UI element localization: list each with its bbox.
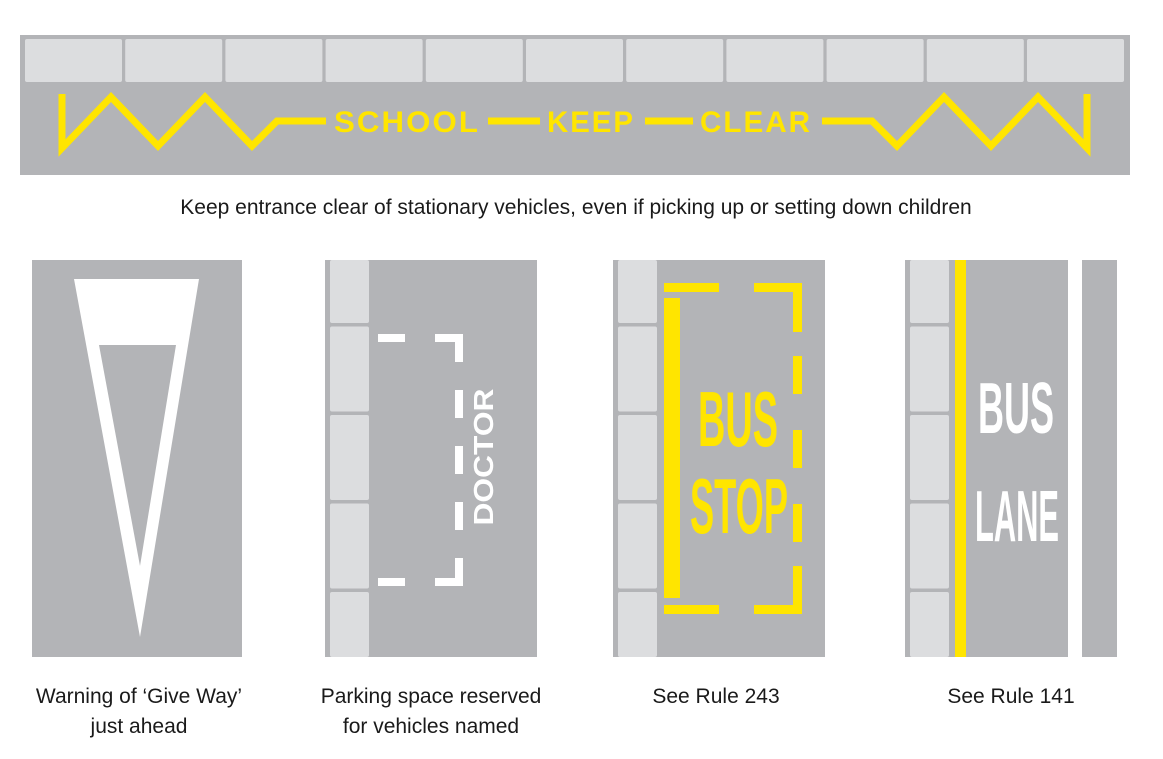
bus-lane-panel: BUS LANE xyxy=(905,260,1117,657)
kerb-stones xyxy=(25,39,1124,82)
school-keep-clear-marking: SCHOOL KEEP CLEAR xyxy=(20,35,1130,175)
kerb-stone xyxy=(225,39,323,82)
kerb-stone xyxy=(330,503,369,589)
kerb-stone xyxy=(330,415,369,500)
caption-line: Warning of ‘Give Way’ xyxy=(36,685,242,708)
give-way-ahead-panel xyxy=(32,260,242,657)
caption-line: just ahead xyxy=(90,715,188,738)
kerb-stone xyxy=(526,39,623,82)
kerb-stone xyxy=(618,415,657,500)
kerb-stone xyxy=(826,39,924,82)
bus-lane-marking-line2: LANE xyxy=(975,477,1059,557)
kerb-stone xyxy=(330,326,369,412)
kerb-stone xyxy=(125,39,223,82)
caption-line: See Rule 243 xyxy=(652,685,779,708)
bay-markings xyxy=(378,334,463,586)
kerb-stone xyxy=(618,326,657,412)
banner-caption: Keep entrance clear of stationary vehicl… xyxy=(180,196,971,219)
kerb-stone xyxy=(910,415,949,500)
doctor-marking: DOCTOR xyxy=(468,389,499,526)
bus-stop-box xyxy=(664,283,802,614)
kerb-stone xyxy=(926,39,1024,82)
kerb-stone xyxy=(618,260,657,323)
kerb-stone xyxy=(910,260,949,323)
kerb-stone xyxy=(910,503,949,589)
bus-stop-panel: BUS STOP xyxy=(613,260,825,657)
kerb-stone xyxy=(1027,39,1124,82)
caption-line: See Rule 141 xyxy=(947,685,1074,708)
kerb-stone xyxy=(626,39,724,82)
doctor-parking-panel: DOCTOR xyxy=(325,260,537,657)
kerb-stones xyxy=(618,260,657,657)
word-school: SCHOOL xyxy=(334,106,480,139)
zigzag-left xyxy=(58,91,326,157)
zigzag-right xyxy=(822,91,1091,157)
bus-stop-marking-line1: BUS xyxy=(698,375,778,463)
kerb-stone xyxy=(330,592,369,657)
kerb-stones xyxy=(910,260,949,657)
bus-lane-marking-line1: BUS xyxy=(978,369,1054,449)
give-way-triangle xyxy=(74,279,199,637)
kerb-stone xyxy=(425,39,523,82)
kerb-stone xyxy=(325,39,423,82)
kerb-stone xyxy=(910,592,949,657)
kerb-stone xyxy=(910,326,949,412)
kerb-stone xyxy=(726,39,824,82)
kerb-stone xyxy=(330,260,369,323)
kerb-stone xyxy=(618,503,657,589)
word-keep: KEEP xyxy=(547,106,635,139)
white-lane-line xyxy=(1068,260,1082,657)
bus-stop-marking-line2: STOP xyxy=(690,462,788,550)
kerb-stone xyxy=(618,592,657,657)
caption-line: Parking space reserved xyxy=(321,685,542,708)
kerb-stone xyxy=(25,39,122,82)
caption-line: for vehicles named xyxy=(343,715,519,738)
yellow-line xyxy=(955,260,966,657)
word-clear: CLEAR xyxy=(700,106,812,139)
kerb-stones xyxy=(330,260,369,657)
